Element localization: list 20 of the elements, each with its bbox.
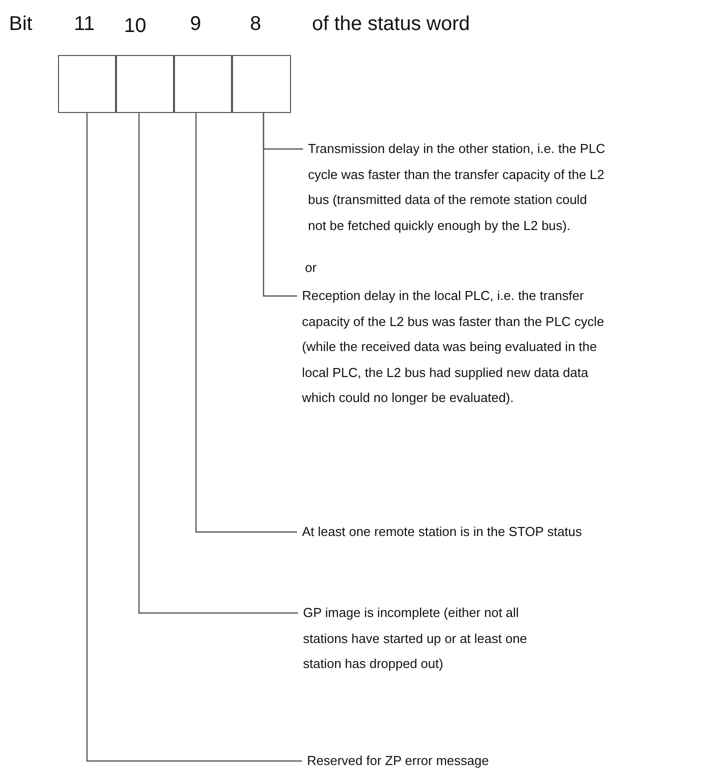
or-text: or (305, 260, 317, 276)
bit-cell (232, 55, 291, 113)
description-text: Reserved for ZP error message (307, 748, 489, 774)
leader-line (138, 113, 298, 614)
bit-label: Bit (9, 12, 32, 36)
bit-number: 9 (190, 12, 202, 36)
bit-cell (58, 55, 116, 113)
leader-line (262, 113, 297, 297)
bit-cell (174, 55, 232, 113)
leader-line (195, 113, 297, 533)
description-text: Transmission delay in the other station, i.e. the PLC cycle was faster than the transfer capacity of the L2 bus (transmitted data of the remote station could not be fetched quickly enough by the L2 bus). (308, 136, 608, 238)
description-text: GP image is incomplete (either not all stations have started up or at least one station has dropped out) (303, 600, 553, 676)
bit-cell (116, 55, 174, 113)
heading-text: of the status word (312, 12, 470, 36)
bit-number: 10 (124, 14, 146, 38)
bit-number: 11 (74, 12, 95, 36)
leader-line (86, 113, 302, 762)
bit-number: 8 (250, 12, 262, 36)
description-text: Reception delay in the local PLC, i.e. the transfer capacity of the L2 bus was faster than the PLC cycle (while the received data was being evaluated in the local PLC, the L2 bus had supplied new data data which could no longer be evaluated). (302, 283, 624, 410)
description-text: At least one remote station is in the STOP status (302, 519, 582, 544)
